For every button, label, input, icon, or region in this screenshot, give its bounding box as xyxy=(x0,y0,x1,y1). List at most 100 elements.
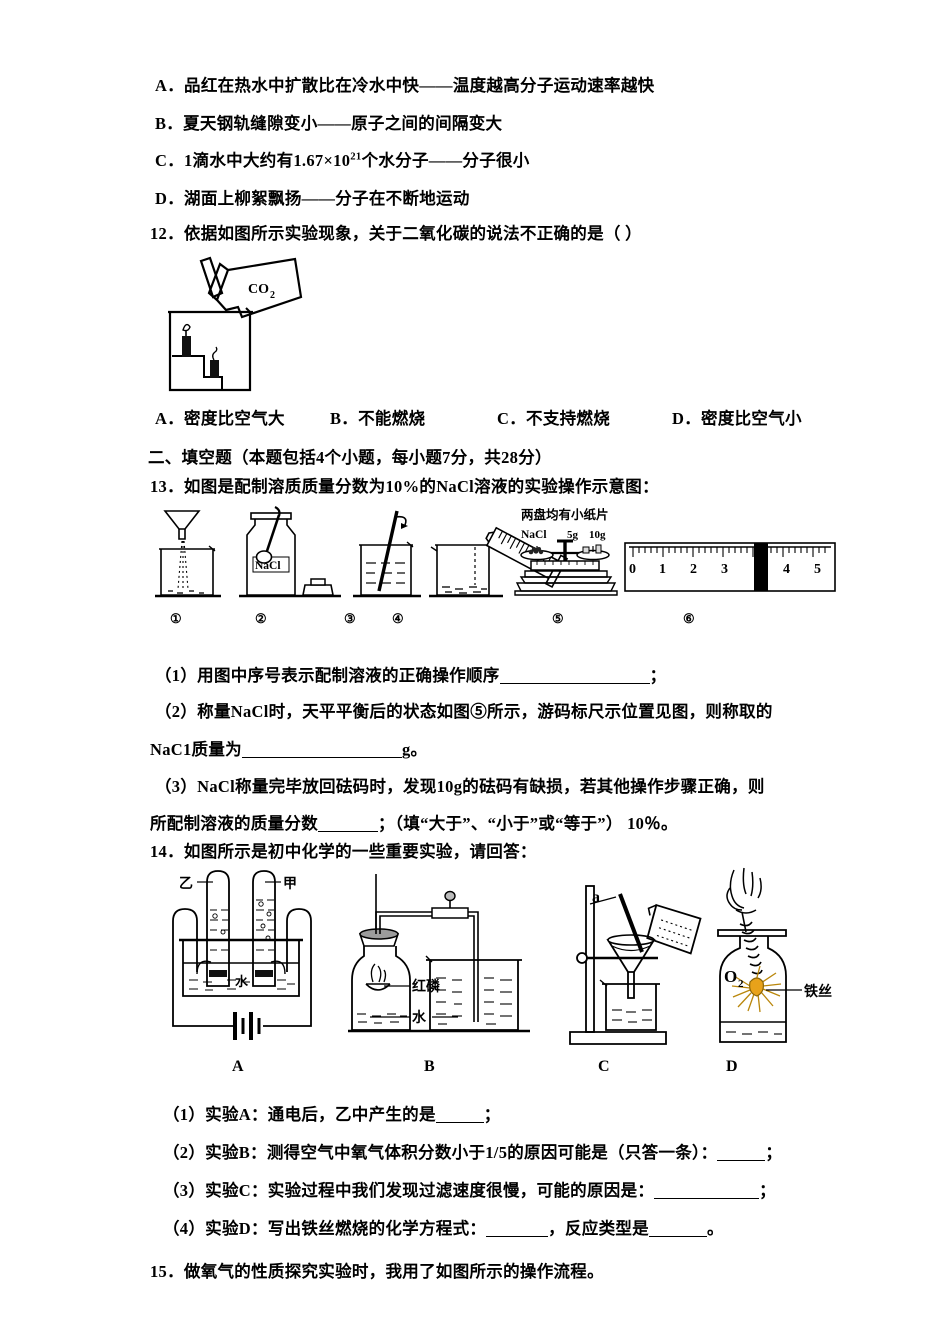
figure-1-funnel-beaker xyxy=(155,510,221,598)
part-tail: ； xyxy=(483,1105,501,1124)
figure-6-ruler: 0 1 2 3 4 5 xyxy=(624,542,836,592)
weight-10g: 10g xyxy=(589,529,606,541)
figure-c-filtration: a xyxy=(562,872,702,1057)
part-tail: ； xyxy=(759,1181,776,1200)
option-text: 1滴水中大约有1.67×10 xyxy=(184,151,351,170)
q13-apparatus-figures: NaCl xyxy=(155,505,836,625)
option-letter: D． xyxy=(155,189,185,208)
part-number: （2） xyxy=(155,702,198,721)
part-text: 实验D：写出铁丝燃烧的化学方程式： xyxy=(205,1219,487,1238)
option-text: 密度比空气小 xyxy=(701,409,802,428)
option-text: 湖面上柳絮飘扬——分子在不断地运动 xyxy=(184,189,470,208)
q11-option-a: A．品红在热水中扩散比在冷水中快——温度越高分子运动速率越快 xyxy=(155,72,654,96)
part-tail: ；（填“大于”、“小于”或“等于”） 10％。 xyxy=(378,814,678,833)
figure-label-b: B xyxy=(424,1058,435,1075)
figure-d-iron-wire: O 2 铁丝 xyxy=(690,866,840,1058)
figure-label-c: C xyxy=(598,1058,610,1075)
part-text: 实验B：测得空气中氧气体积分数小于1/5的原因可能是（只答一条）： xyxy=(205,1143,718,1162)
q14-part-1: （1）实验A：通电后，乙中产生的是； xyxy=(163,1101,501,1125)
part-text: 实验A：通电后，乙中产生的是 xyxy=(205,1105,436,1124)
q13-stem: 13．如图是配制溶质质量分数为10%的NaCl溶液的实验操作示意图： xyxy=(150,477,659,496)
q11-option-d: D．湖面上柳絮飘扬——分子在不断地运动 xyxy=(155,185,470,209)
option-letter: A． xyxy=(155,409,185,428)
part-tail: ； xyxy=(649,666,667,685)
option-text-tail: 个水分子——分子很小 xyxy=(361,151,530,170)
rider-marker xyxy=(754,543,768,591)
ruler-tick-1: 1 xyxy=(659,562,666,577)
figure-2-nacl-bottle: NaCl xyxy=(239,506,341,598)
figure-label-d: D xyxy=(726,1058,738,1075)
q13-part-2-cont: NaC1质量为 g。 xyxy=(150,736,427,760)
option-text: 夏天钢轨缝隙变小——原子之间的间隔变大 xyxy=(183,114,503,133)
figure-label-6: ⑥ xyxy=(683,611,695,626)
option-text: 不支持燃烧 xyxy=(526,409,611,428)
option-letter: A． xyxy=(155,76,185,95)
answer-blank[interactable] xyxy=(486,1236,549,1237)
part-text: NaCl称量完毕放回砝码时，发现10g的砝码有缺损，若其他操作步骤正确，则 xyxy=(197,777,765,796)
tube-label-left: 乙 xyxy=(179,875,193,891)
q13-part-2: （2）称量NaCl时，天平平衡后的状态如图⑤所示，游码标尺示位置见图，则称取的 xyxy=(155,698,773,722)
co2-label: CO xyxy=(248,282,269,297)
iron-wire-label: 铁丝 xyxy=(804,983,832,999)
part-text: 用图中序号表示配制溶液的正确操作顺序 xyxy=(197,666,500,685)
answer-blank[interactable] xyxy=(717,1160,766,1161)
part-text: 所配制溶液的质量分数 xyxy=(150,814,318,833)
part-mid: ，反应类型是 xyxy=(548,1219,649,1238)
part-number: （3） xyxy=(163,1181,206,1200)
q14-part-3: （3）实验C：实验过程中我们发现过滤速度很慢，可能的原因是： ； xyxy=(163,1177,776,1201)
oxygen-subscript: 2 xyxy=(738,978,744,990)
part-number: （3） xyxy=(155,777,198,796)
exponent: 21 xyxy=(350,150,362,163)
oxygen-label: O xyxy=(724,967,737,986)
phosphorus-label: 红磷 xyxy=(412,978,441,994)
figure-label-3: ③ xyxy=(344,611,356,626)
part-tail: 。 xyxy=(706,1219,724,1238)
balance-sample-label: NaCl xyxy=(521,529,547,541)
weight-5g: 5g xyxy=(567,529,579,541)
ruler-tick-2: 2 xyxy=(690,562,697,577)
svg-text:2: 2 xyxy=(270,290,275,301)
q14-stem: 14．如图所示是初中化学的一些重要实验，请回答： xyxy=(150,842,537,861)
figure-b-phosphorus: 红磷 水 xyxy=(348,872,533,1057)
answer-blank[interactable] xyxy=(435,1122,484,1123)
ruler-tick-5: 5 xyxy=(814,562,821,577)
part-text: 实验C：实验过程中我们发现过滤速度很慢，可能的原因是： xyxy=(205,1181,655,1200)
option-letter: C． xyxy=(497,409,527,428)
q12-option-d: D．密度比空气小 xyxy=(672,405,802,429)
option-text: 密度比空气大 xyxy=(184,409,285,428)
q12-option-c: C．不支持燃烧 xyxy=(497,405,610,429)
option-letter: B． xyxy=(155,114,184,133)
answer-blank[interactable] xyxy=(654,1198,760,1199)
water-label-b: 水 xyxy=(412,1009,427,1025)
figure-5-balance: 两盘均有小纸片 NaCl 5g 10g xyxy=(514,507,618,596)
part-number: （1） xyxy=(155,666,198,685)
figure-label-a: A xyxy=(232,1058,244,1075)
rod-label-a: a xyxy=(592,889,600,906)
ruler-tick-4: 4 xyxy=(783,562,790,577)
option-text: 品红在热水中扩散比在冷水中快——温度越高分子运动速率越快 xyxy=(184,76,655,95)
q11-option-c: C．1滴水中大约有1.67×1021个水分子——分子很小 xyxy=(155,147,530,171)
answer-blank[interactable] xyxy=(499,683,650,684)
q11-option-b: B．夏天钢轨缝隙变小——原子之间的间隔变大 xyxy=(155,110,502,134)
figure-label-5: ⑤ xyxy=(552,611,564,626)
figure-label-2: ② xyxy=(255,611,267,626)
part-tail: g。 xyxy=(401,740,428,759)
q12-option-b: B．不能燃烧 xyxy=(330,405,425,429)
water-label-a: 水 xyxy=(235,974,249,989)
answer-blank[interactable] xyxy=(241,757,402,758)
part-number: （4） xyxy=(163,1219,206,1238)
figure-3-beaker-rod xyxy=(353,510,421,598)
part-text: NaC1质量为 xyxy=(150,740,242,759)
figure-a-electrolysis: 水 乙 甲 xyxy=(165,866,345,1056)
part-number: （2） xyxy=(163,1143,206,1162)
figure-label-4: ④ xyxy=(392,611,404,626)
q15-stem: 15．做氧气的性质探究实验时，我用了如图所示的操作流程。 xyxy=(150,1262,604,1281)
q12-stem: 12．依据如图所示实验现象，关于二氧化碳的说法不正确的是（ ） xyxy=(150,224,642,243)
figure-label-1: ① xyxy=(170,611,182,626)
co2-candle-figure: CO 2 xyxy=(160,248,330,398)
answer-blank-2[interactable] xyxy=(648,1236,707,1237)
option-letter: D． xyxy=(672,409,702,428)
answer-blank[interactable] xyxy=(318,831,378,832)
q14-part-4: （4）实验D：写出铁丝燃烧的化学方程式： ，反应类型是 。 xyxy=(163,1215,724,1239)
